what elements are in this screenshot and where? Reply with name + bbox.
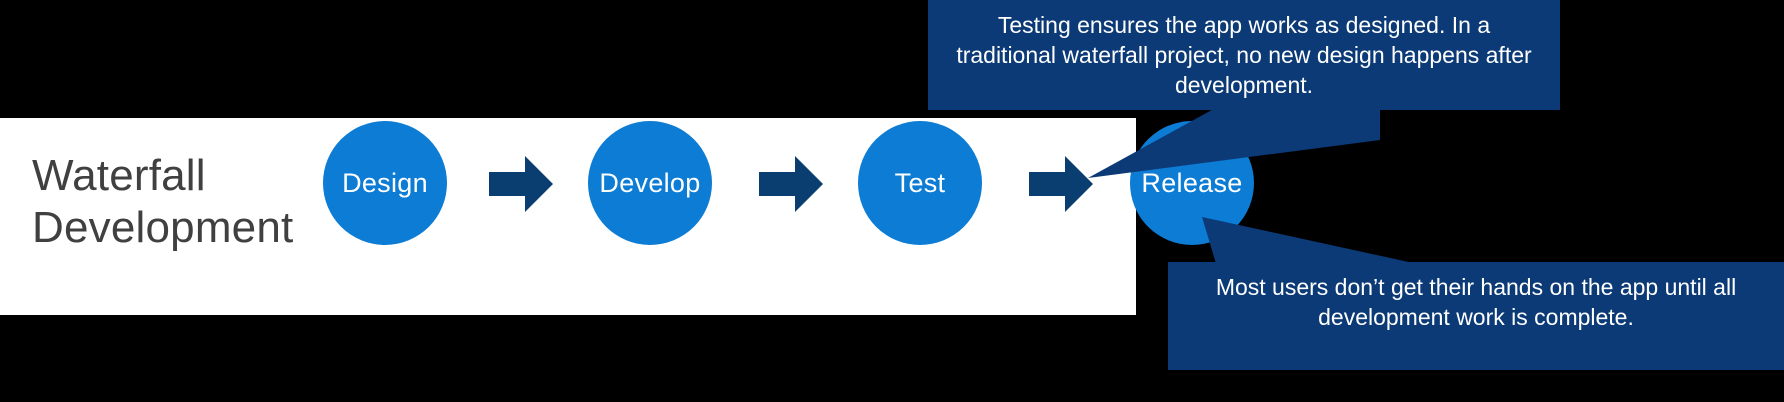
- stage-circle-test[interactable]: Test: [858, 121, 982, 245]
- page-title: Waterfall Development: [32, 151, 294, 252]
- stage-label-release: Release: [1141, 167, 1243, 198]
- callout-release-text: Most users don’t get their hands on the …: [1215, 274, 1737, 330]
- stage-label-design: Design: [342, 167, 428, 198]
- stage-label-test: Test: [894, 167, 946, 198]
- stage-circle-develop[interactable]: Develop: [588, 121, 712, 245]
- callout-test[interactable]: Testing ensures the app works as designe…: [928, 0, 1560, 110]
- callout-release[interactable]: Most users don’t get their hands on the …: [1168, 262, 1784, 370]
- arrow-right-icon-2: [759, 153, 823, 215]
- callout-test-text: Testing ensures the app works as designe…: [956, 12, 1532, 98]
- stage-circle-release[interactable]: Release: [1130, 121, 1254, 245]
- stage-circle-design[interactable]: Design: [323, 121, 447, 245]
- arrow-right-icon-3: [1029, 153, 1093, 215]
- stage-label-develop: Develop: [599, 167, 701, 198]
- arrow-right-icon-1: [489, 153, 553, 215]
